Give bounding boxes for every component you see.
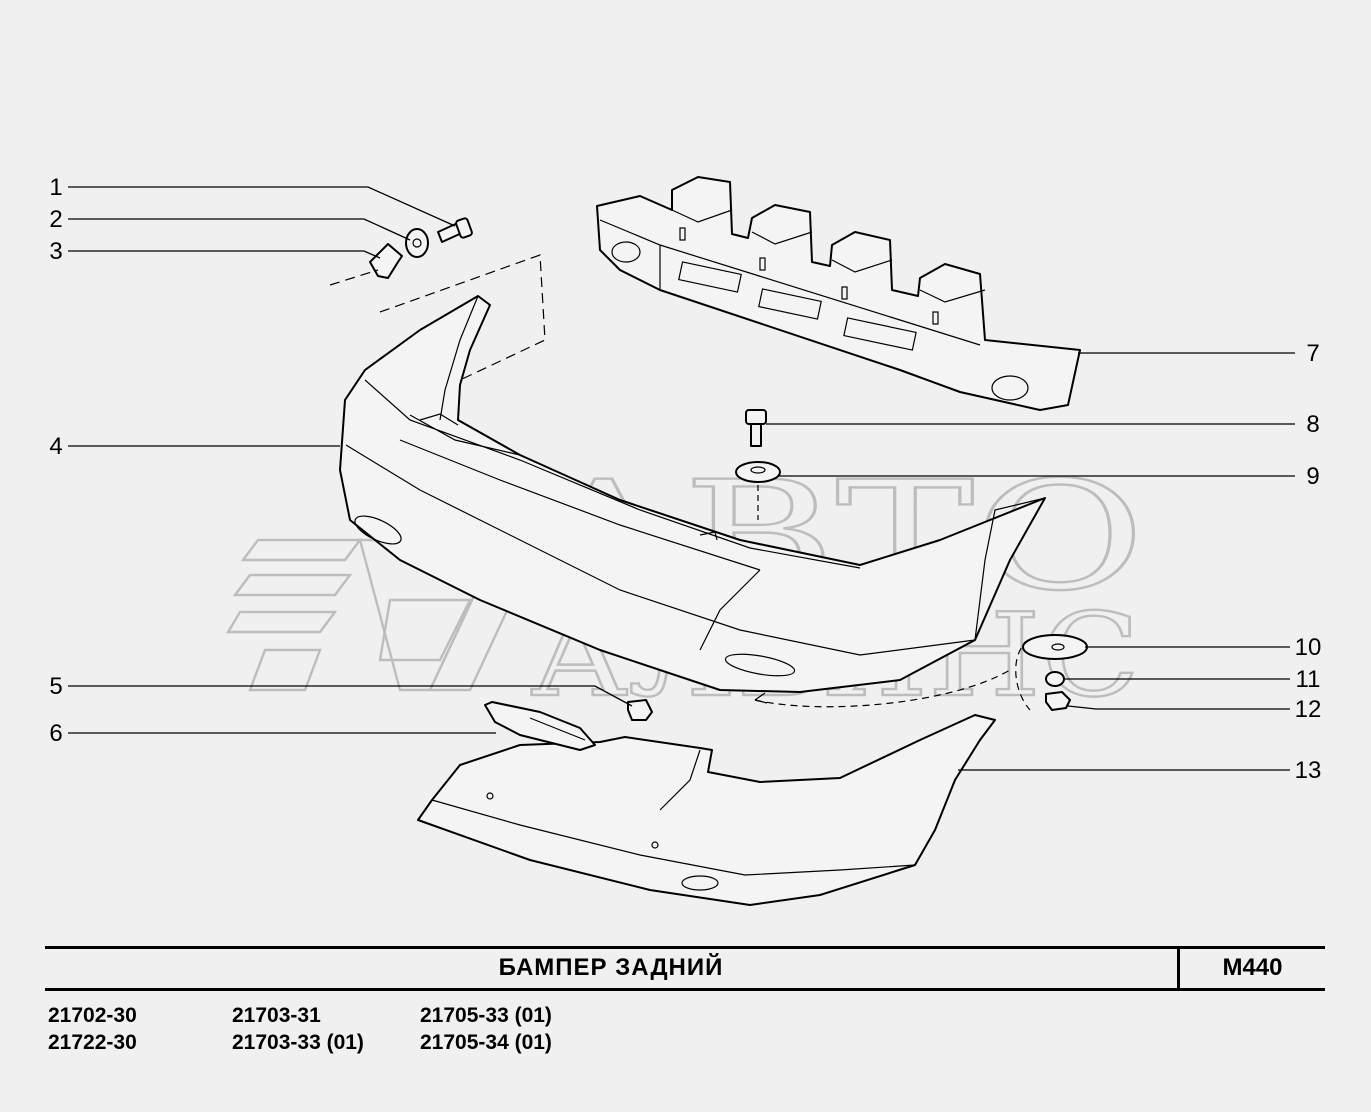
callout-2: 2 (49, 206, 62, 233)
title-divider (1177, 946, 1180, 991)
callout-12: 12 (1295, 696, 1322, 723)
bumper-body-drawing (339, 295, 1046, 693)
callout-8: 8 (1306, 411, 1319, 438)
model-code: 21703-33 (01) (232, 1031, 364, 1054)
title-rule-top (45, 946, 1325, 949)
callout-5: 5 (49, 673, 62, 700)
model-code: 21705-33 (01) (420, 1004, 552, 1027)
model-code: 21722-30 (48, 1031, 137, 1054)
title-block: БАМПЕР ЗАДНИЙ М440 (45, 946, 1325, 991)
leader-lines (68, 186, 1295, 771)
page-code: М440 (1222, 954, 1283, 981)
page-title: БАМПЕР ЗАДНИЙ (498, 954, 724, 981)
callout-9: 9 (1306, 463, 1319, 490)
model-code: 21703-31 (232, 1004, 321, 1027)
reflector-drawing (484, 701, 596, 751)
callout-3: 3 (49, 238, 62, 265)
callout-11: 11 (1296, 666, 1321, 693)
callout-4: 4 (49, 433, 62, 460)
callouts: 1 2 3 4 5 6 7 8 9 10 11 12 13 (49, 174, 1321, 784)
callout-7: 7 (1306, 340, 1319, 367)
callout-10: 10 (1295, 634, 1322, 661)
callout-13: 13 (1295, 757, 1322, 784)
hardware-drawing (329, 217, 1088, 721)
energy-absorber-drawing (596, 176, 1081, 411)
callout-1: 1 (49, 174, 62, 201)
title-rule-bottom (45, 988, 1325, 991)
model-code: 21702-30 (48, 1004, 137, 1027)
model-code: 21705-34 (01) (420, 1031, 552, 1054)
parts-diagram: АВТО АЛЬЯНС (49, 174, 1321, 906)
callout-6: 6 (49, 720, 62, 747)
bumper-lower-trim-drawing (417, 714, 996, 906)
